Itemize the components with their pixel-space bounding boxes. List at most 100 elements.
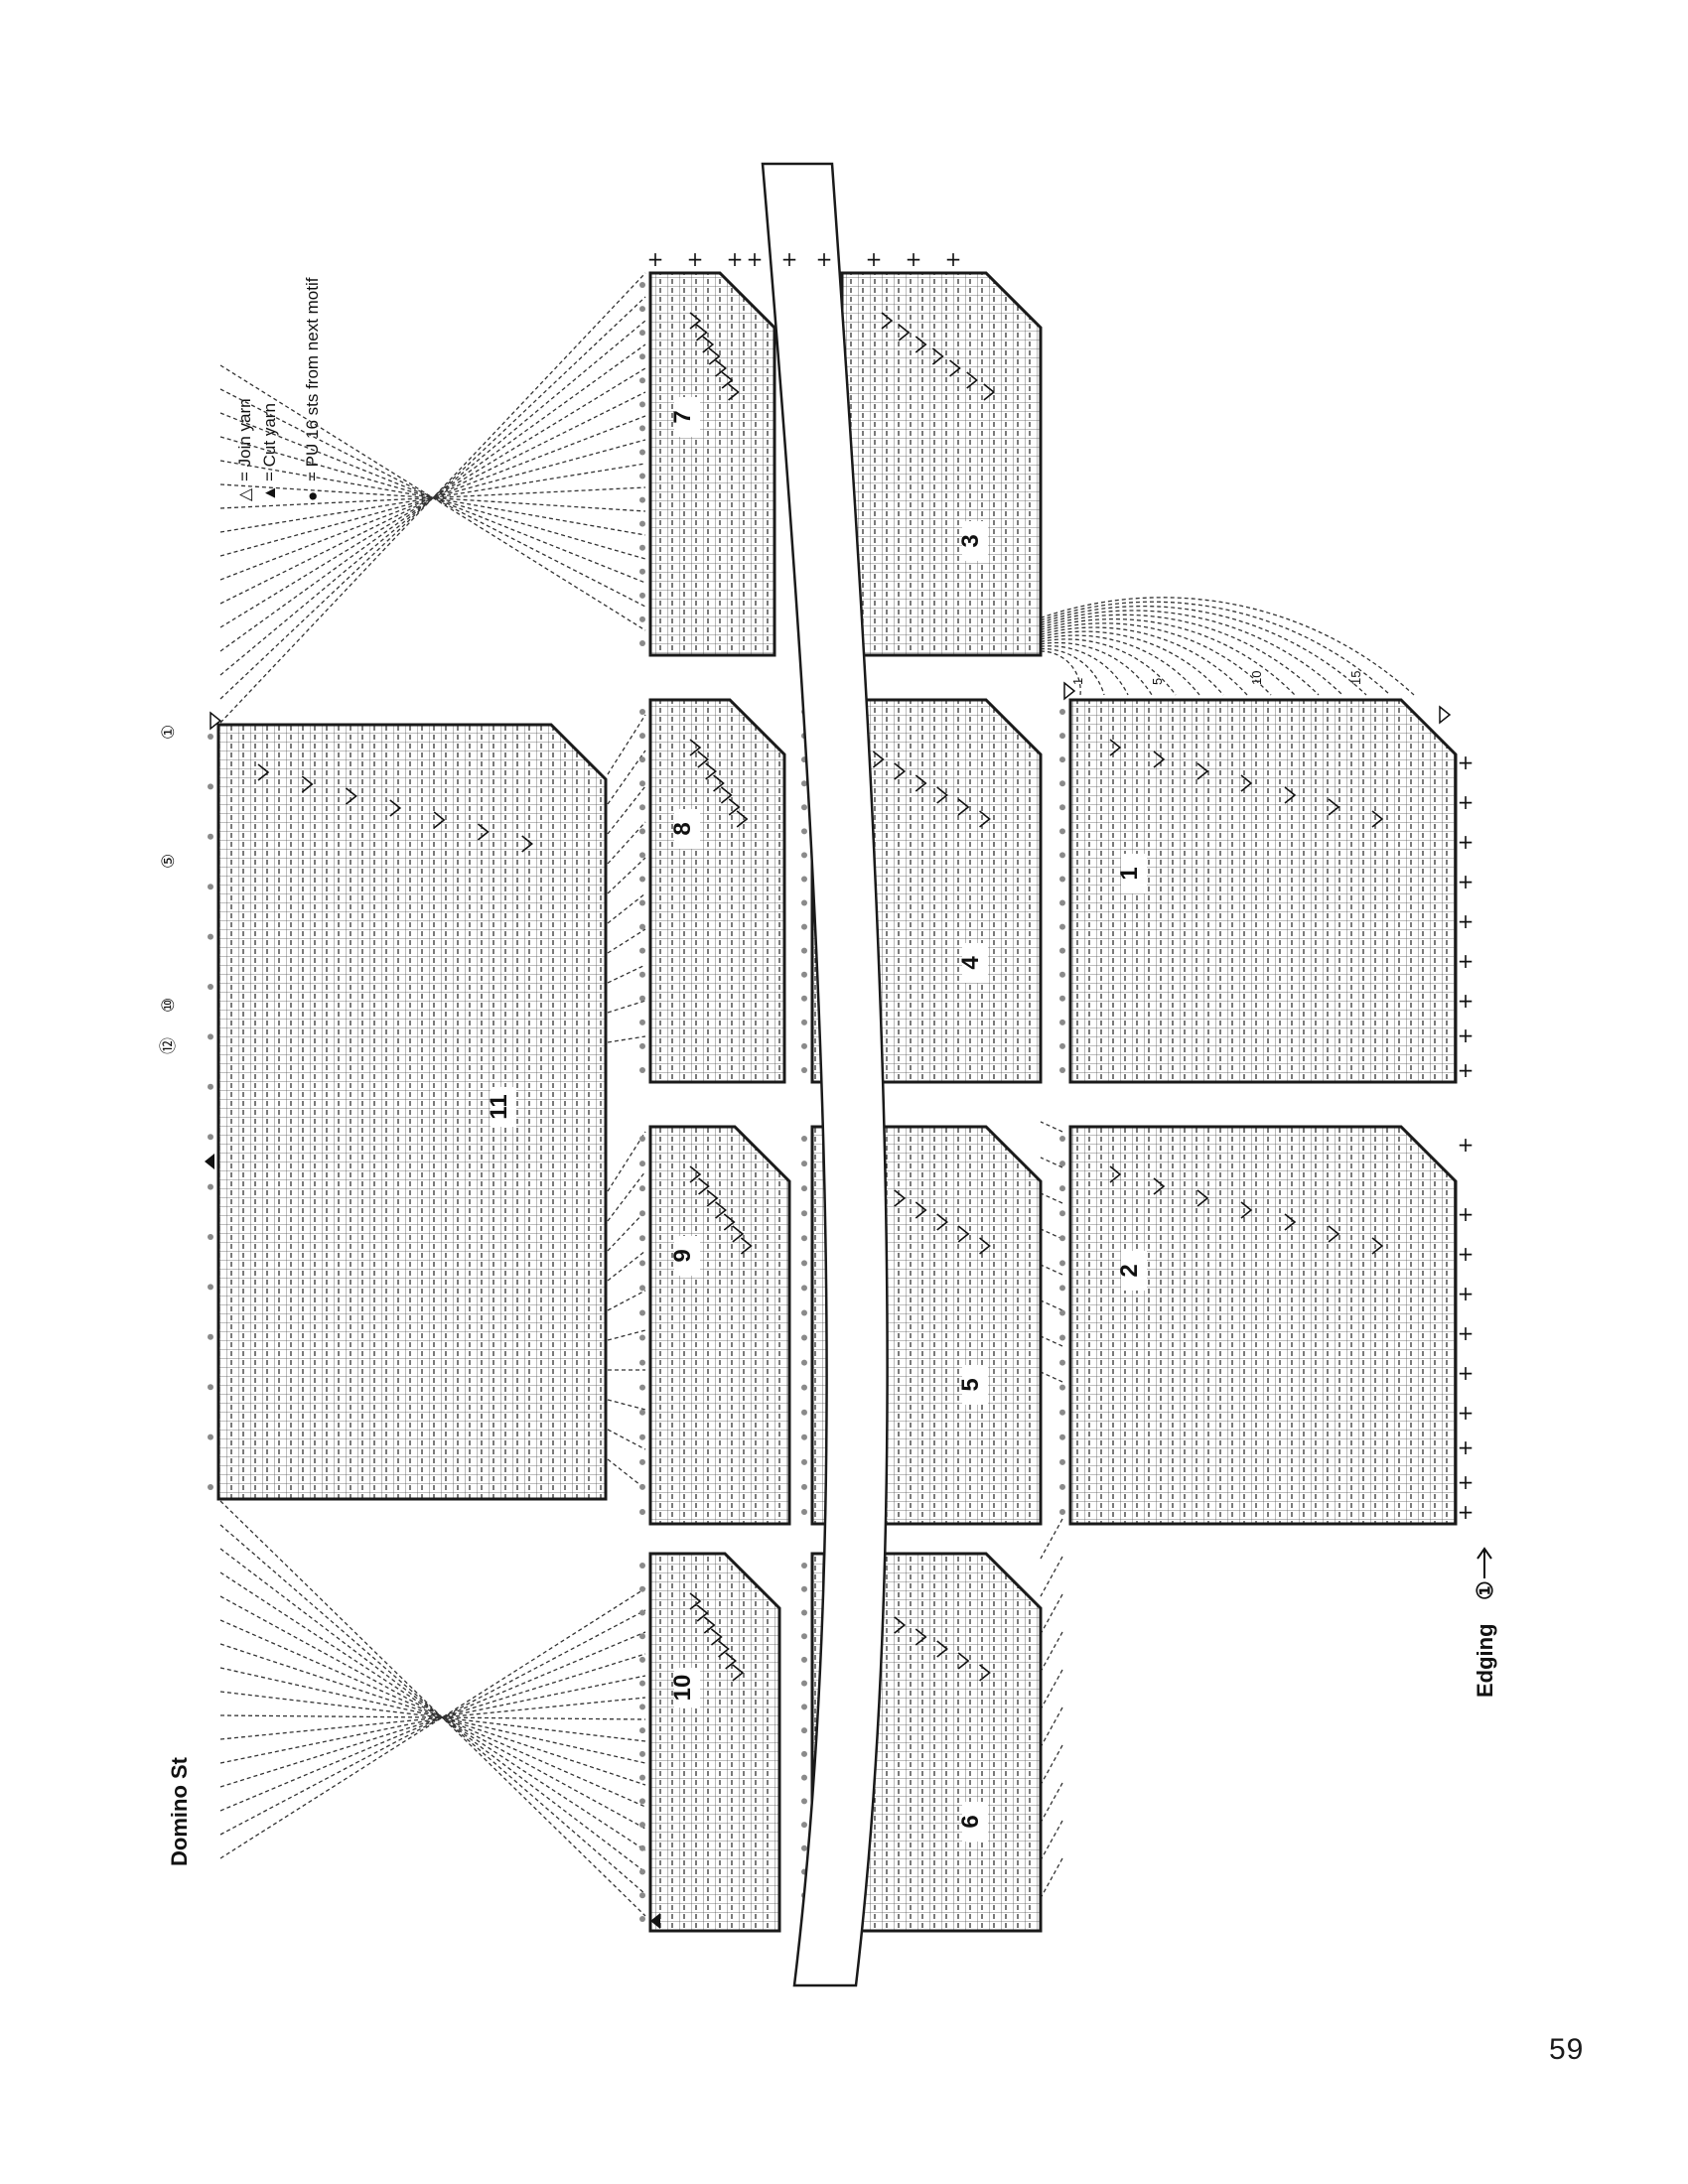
pick-up-dot: [639, 1185, 645, 1192]
row-ticks: 1 5 10 15: [1070, 671, 1363, 685]
edging-plus-mark: +: [1458, 1282, 1475, 1305]
pick-up-dot: [801, 1185, 807, 1192]
pick-up-dot: [639, 1136, 645, 1142]
pick-up-dot: [639, 1260, 645, 1267]
edging-plus-mark: +: [1458, 870, 1475, 893]
edging-direction-arrow-icon: [1477, 1547, 1492, 1578]
decrease-mark: [720, 786, 733, 804]
edging-arc-line: [1040, 650, 1081, 696]
edging-plus-mark: +: [1458, 1500, 1475, 1524]
pick-up-dot: [639, 401, 645, 408]
decrease-mark: [1371, 810, 1384, 828]
row-marker-10: ⑩: [159, 998, 178, 1013]
pick-up-dot: [1059, 995, 1065, 1002]
pick-up-dot: [208, 833, 213, 840]
pick-up-dot: [801, 1563, 807, 1569]
decrease-mark: [1328, 1225, 1340, 1243]
decrease-mark: [1240, 1201, 1253, 1219]
pick-up-dot: [639, 899, 645, 906]
connection-line: [607, 964, 646, 984]
decrease-mark: [936, 786, 948, 804]
pick-up-dot: [208, 1134, 213, 1141]
pick-up-dot: [639, 1210, 645, 1217]
edging-plus-mark: +: [906, 247, 922, 271]
pick-up-dot: [208, 1183, 213, 1190]
decrease-mark: [728, 383, 740, 401]
decrease-mark: [706, 1189, 719, 1207]
pick-up-dot: [1059, 1334, 1065, 1341]
connection-line: [607, 1250, 646, 1282]
connection-line: [607, 928, 646, 954]
motif-label-bg: [962, 521, 988, 561]
motif-label-9: 9: [669, 1249, 696, 1262]
motif-label-bg: [962, 943, 988, 983]
edging-plus-mark: +: [1458, 1024, 1475, 1047]
pick-up-dot: [639, 852, 645, 859]
decrease-mark: [715, 1201, 727, 1219]
decrease-mark: [702, 336, 715, 353]
connection-line: [219, 1571, 646, 1851]
decrease-mark: [914, 336, 927, 353]
pick-up-dot: [801, 1260, 807, 1267]
decrease-mark: [740, 1237, 753, 1255]
row-markers: ⑫ ⑩ ⑤ ①: [159, 725, 178, 1054]
pick-up-dot: [1059, 1433, 1065, 1440]
pick-up-dot: [639, 828, 645, 835]
pick-up-dot: [639, 1458, 645, 1465]
decrease-mark: [697, 751, 710, 768]
connection-line: [1040, 1556, 1063, 1597]
pick-up-dot: [639, 804, 645, 811]
pick-up-dot: [639, 947, 645, 954]
pick-up-dot: [639, 1844, 645, 1851]
connection-line: [607, 1290, 646, 1311]
pick-up-dot: [639, 568, 645, 575]
decrease-mark: [1153, 1177, 1166, 1195]
pick-up-dot: [639, 1285, 645, 1292]
decrease-mark: [983, 383, 996, 401]
pick-up-dot: [1059, 1384, 1065, 1391]
decrease-mark: [301, 775, 314, 793]
pick-up-dot: [639, 1727, 645, 1734]
pick-up-dot: [801, 1285, 807, 1292]
edging-arc-line: [1040, 630, 1224, 696]
connection-line: [219, 1595, 646, 1830]
pick-up-dot: [639, 756, 645, 763]
pick-up-dot: [801, 1609, 807, 1616]
pick-up-dot: [639, 1067, 645, 1073]
diagram-title: Domino St: [167, 1756, 192, 1866]
decrease-mark: [894, 1189, 907, 1207]
connection-line: [219, 1697, 646, 1740]
pick-up-dot: [639, 425, 645, 432]
edging-plus-mark: +: [1458, 1470, 1475, 1494]
pick-up-dot: [639, 780, 645, 787]
connection-line: [607, 821, 646, 865]
connection-line: [607, 1131, 646, 1192]
decrease-mark: [718, 1640, 730, 1658]
pick-up-dot: [639, 1680, 645, 1687]
legend-pick-up-symbol: ●: [303, 491, 322, 501]
legend-cut-yarn-text: = Cut yarn: [260, 403, 279, 481]
legend: △ = Join yarn ▲ = Cut yarn ● = PU 16 sts…: [235, 277, 322, 501]
connection-line: [607, 1035, 646, 1043]
connection-line: [1040, 1857, 1063, 1899]
pick-up-dot: [801, 1235, 807, 1242]
connection-line: [1040, 1820, 1063, 1861]
pick-up-dot: [801, 1210, 807, 1217]
pick-up-dot: [208, 884, 213, 890]
connection-line: [607, 714, 646, 775]
pick-up-dot: [208, 933, 213, 940]
pick-up-dot: [639, 1633, 645, 1640]
decrease-mark: [698, 1177, 710, 1195]
edging-plus-mark: +: [1458, 909, 1475, 933]
pick-up-dot: [639, 1868, 645, 1875]
pick-up-dot: [1059, 852, 1065, 859]
pick-up-dot: [639, 473, 645, 479]
edging-arc-line: [1040, 614, 1320, 696]
pick-up-dot: [639, 1042, 645, 1049]
edging-plus-mark: +: [1458, 1058, 1475, 1082]
pick-up-dot: [1059, 828, 1065, 835]
pick-up-dot: [801, 1774, 807, 1781]
join-yarn-icon: [210, 711, 222, 731]
row-tick-15: 15: [1348, 671, 1363, 685]
motif-8: [648, 698, 786, 1084]
